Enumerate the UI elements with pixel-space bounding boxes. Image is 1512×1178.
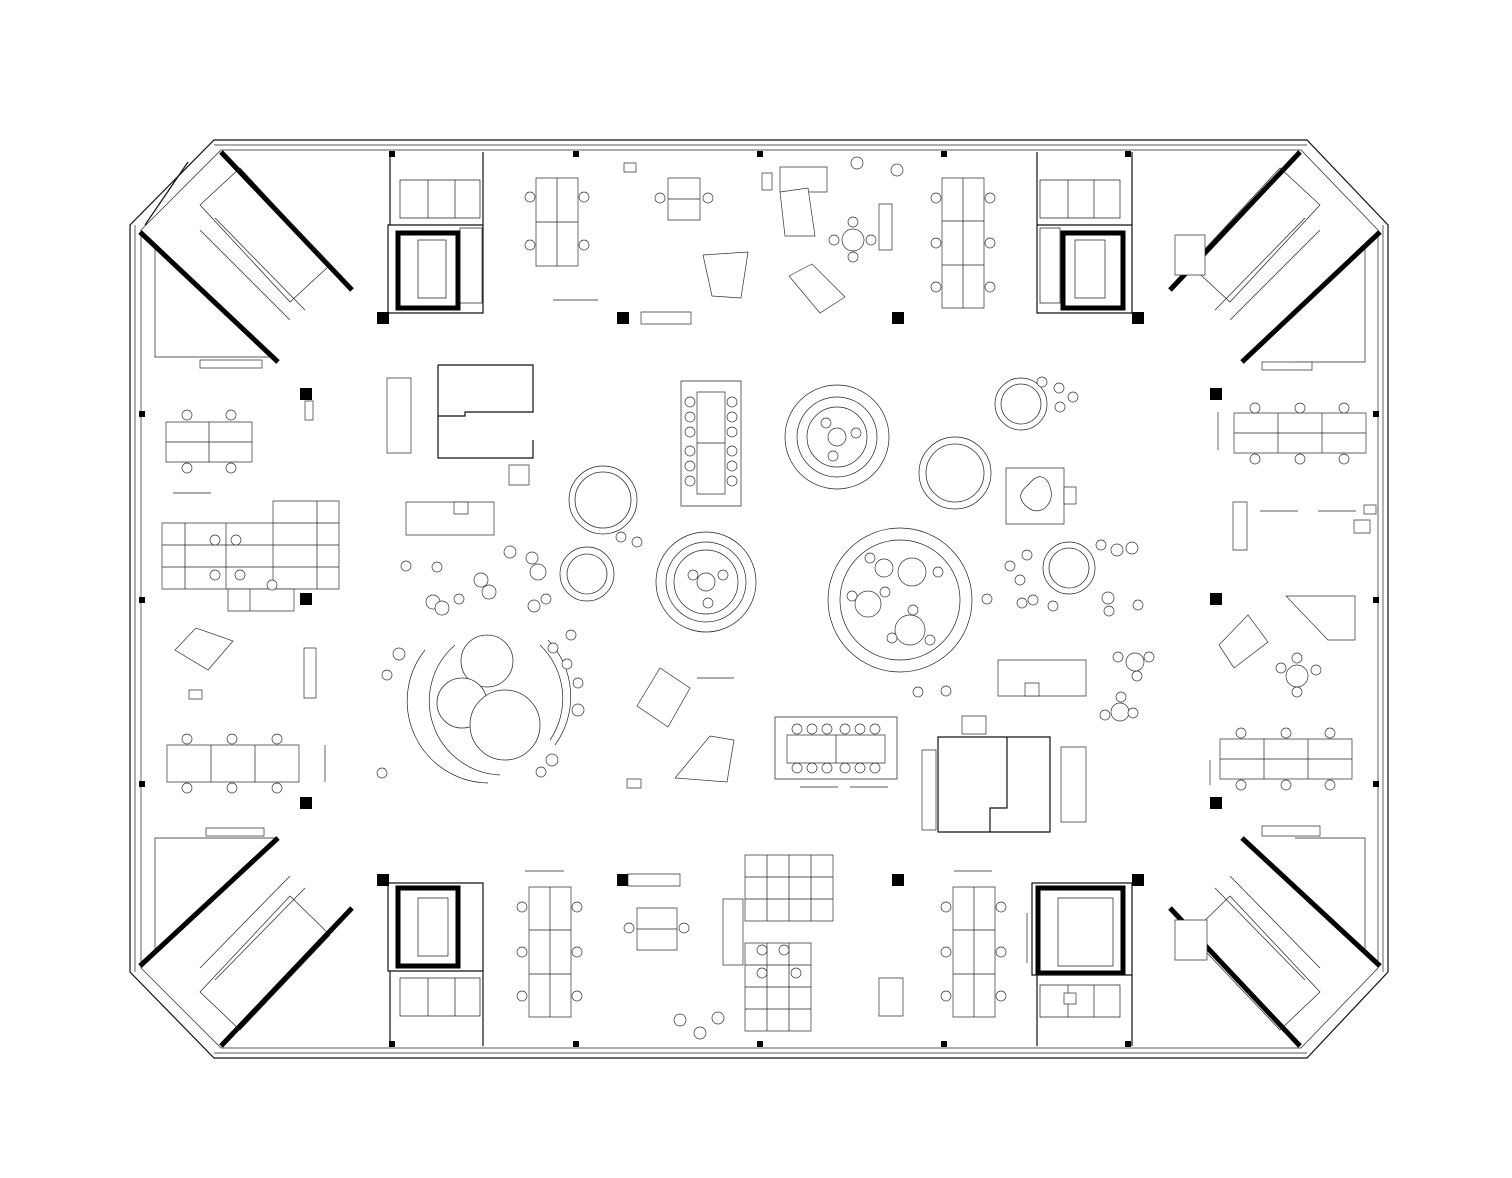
pool-room-right (1006, 468, 1076, 524)
round-lounge-top (785, 385, 889, 489)
loose-seating (377, 157, 1321, 1039)
angled-desks (175, 167, 1355, 782)
misc-furniture (173, 163, 1376, 1016)
desk-cluster-left-1 (166, 410, 252, 473)
desk-cluster-top-3 (931, 178, 995, 308)
room-box-right (922, 660, 1086, 832)
desk-cluster-right-2 (1220, 728, 1352, 790)
desk-cluster-bottom-center (723, 855, 833, 1031)
core-bottom-left (388, 883, 483, 1046)
meeting-table-bottom-center (775, 717, 897, 787)
tree-planter-circles (560, 378, 1095, 601)
desk-cluster-top-2 (655, 178, 713, 220)
tree-planter-left-large (407, 635, 571, 783)
core-top-right (1037, 152, 1132, 313)
stair-bottom-right (1170, 826, 1380, 1046)
desk-cluster-bottom-2 (624, 908, 689, 950)
round-lounge-center-right (828, 528, 972, 672)
stair-top-left (140, 152, 352, 368)
desk-cluster-right-1 (1234, 403, 1366, 464)
structural-columns (139, 151, 1379, 1047)
desk-cluster-left-3 (167, 734, 299, 793)
round-lounge-center-left (656, 532, 756, 632)
core-top-left (388, 152, 483, 313)
desk-cluster-left-2 (162, 501, 339, 611)
stair-bottom-left (140, 828, 352, 1046)
desk-cluster-top-1 (525, 178, 589, 266)
core-bottom-right (1032, 883, 1132, 1046)
stair-top-right (1170, 152, 1380, 370)
building-envelope (130, 140, 1388, 1058)
room-box-left (387, 365, 533, 535)
meeting-table-top-center (681, 381, 741, 506)
desk-cluster-bottom-1 (517, 887, 582, 1017)
desk-cluster-bottom-3 (941, 887, 1006, 1017)
